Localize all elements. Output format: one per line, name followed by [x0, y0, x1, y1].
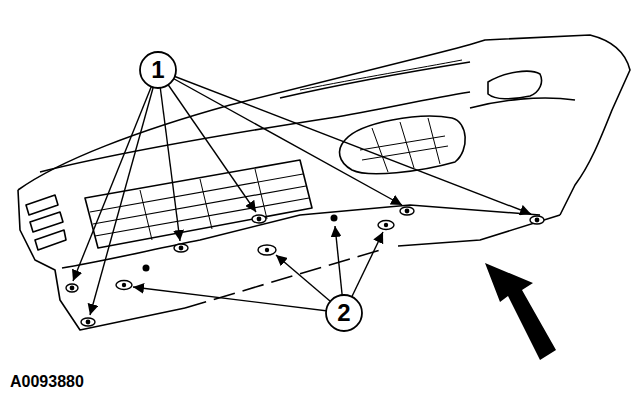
view-arrow [485, 263, 556, 360]
callout-number: 2 [337, 301, 350, 325]
figure-code: A0093880 [10, 374, 84, 390]
callout-number: 1 [151, 58, 164, 82]
callout-circle: 1 [139, 51, 177, 89]
callout-circle: 2 [325, 294, 363, 332]
bumper-outline [18, 35, 630, 330]
leader-lines [73, 70, 531, 315]
fasteners [66, 207, 544, 326]
